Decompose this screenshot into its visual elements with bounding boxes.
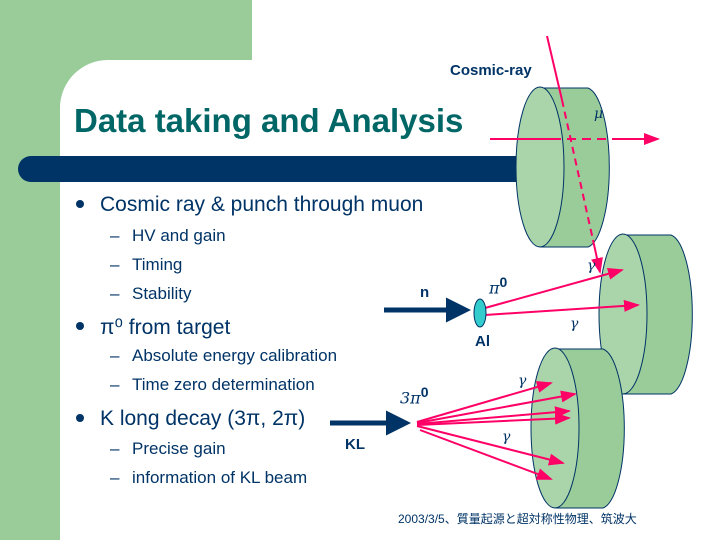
bullet-dot-icon	[76, 322, 84, 330]
sub-bullet: –Precise gain	[110, 439, 226, 458]
sub-bullet: –Stability	[110, 284, 192, 303]
three-pi0-label: 3π0	[400, 384, 429, 408]
al-label: Al	[475, 333, 490, 350]
gamma-label: γ	[502, 429, 511, 445]
sub-bullet: –Absolute energy calibration	[110, 346, 338, 365]
kl-label: KL	[345, 436, 365, 453]
sub-bullet: –information of KL beam	[110, 468, 308, 487]
gamma-label: γ	[518, 373, 527, 389]
cosmic-ray-label: Cosmic-ray	[450, 62, 532, 79]
sub-bullet-text: Absolute energy calibration	[132, 346, 338, 365]
bullet-dot-icon	[76, 200, 84, 208]
mu-label: μ	[594, 106, 604, 122]
bullet-text: Cosmic ray & punch through muon	[100, 193, 424, 216]
cylinder-detector-top	[515, 86, 610, 248]
bullet-1: Cosmic ray & punch through muon	[76, 193, 424, 217]
slide-title: Data taking and Analysis	[74, 102, 464, 139]
gamma-label: γ	[570, 316, 579, 332]
title-underline-bar	[18, 156, 538, 182]
pi0-label: π0	[489, 274, 508, 298]
gamma-label: γ	[587, 258, 596, 274]
sub-bullet-text: Stability	[132, 284, 192, 303]
bullet-2: π⁰ from target	[76, 315, 231, 340]
sub-bullet-text: Timing	[132, 255, 183, 274]
particle-tracks	[416, 35, 660, 480]
al-target	[473, 298, 487, 328]
sub-bullet-text: Time zero determination	[132, 375, 315, 394]
cylinder-detector-bottom	[530, 347, 625, 509]
bullet-dot-icon	[76, 414, 84, 422]
neutron-label: n	[420, 284, 430, 301]
sub-bullet-text: HV and gain	[132, 226, 226, 245]
sub-bullet: –Time zero determination	[110, 375, 315, 394]
sub-bullet-text: information of KL beam	[132, 468, 308, 487]
sub-bullet: –Timing	[110, 255, 183, 274]
sub-bullet: –HV and gain	[110, 226, 226, 245]
bullet-text: π⁰ from target	[100, 316, 231, 339]
bullet-text: K long decay (3π, 2π)	[100, 407, 306, 430]
bullet-3: K long decay (3π, 2π)	[76, 407, 306, 431]
footer-text: 2003/3/5、質量起源と超対称性物理、筑波大	[398, 512, 637, 526]
sub-bullet-text: Precise gain	[132, 439, 226, 458]
